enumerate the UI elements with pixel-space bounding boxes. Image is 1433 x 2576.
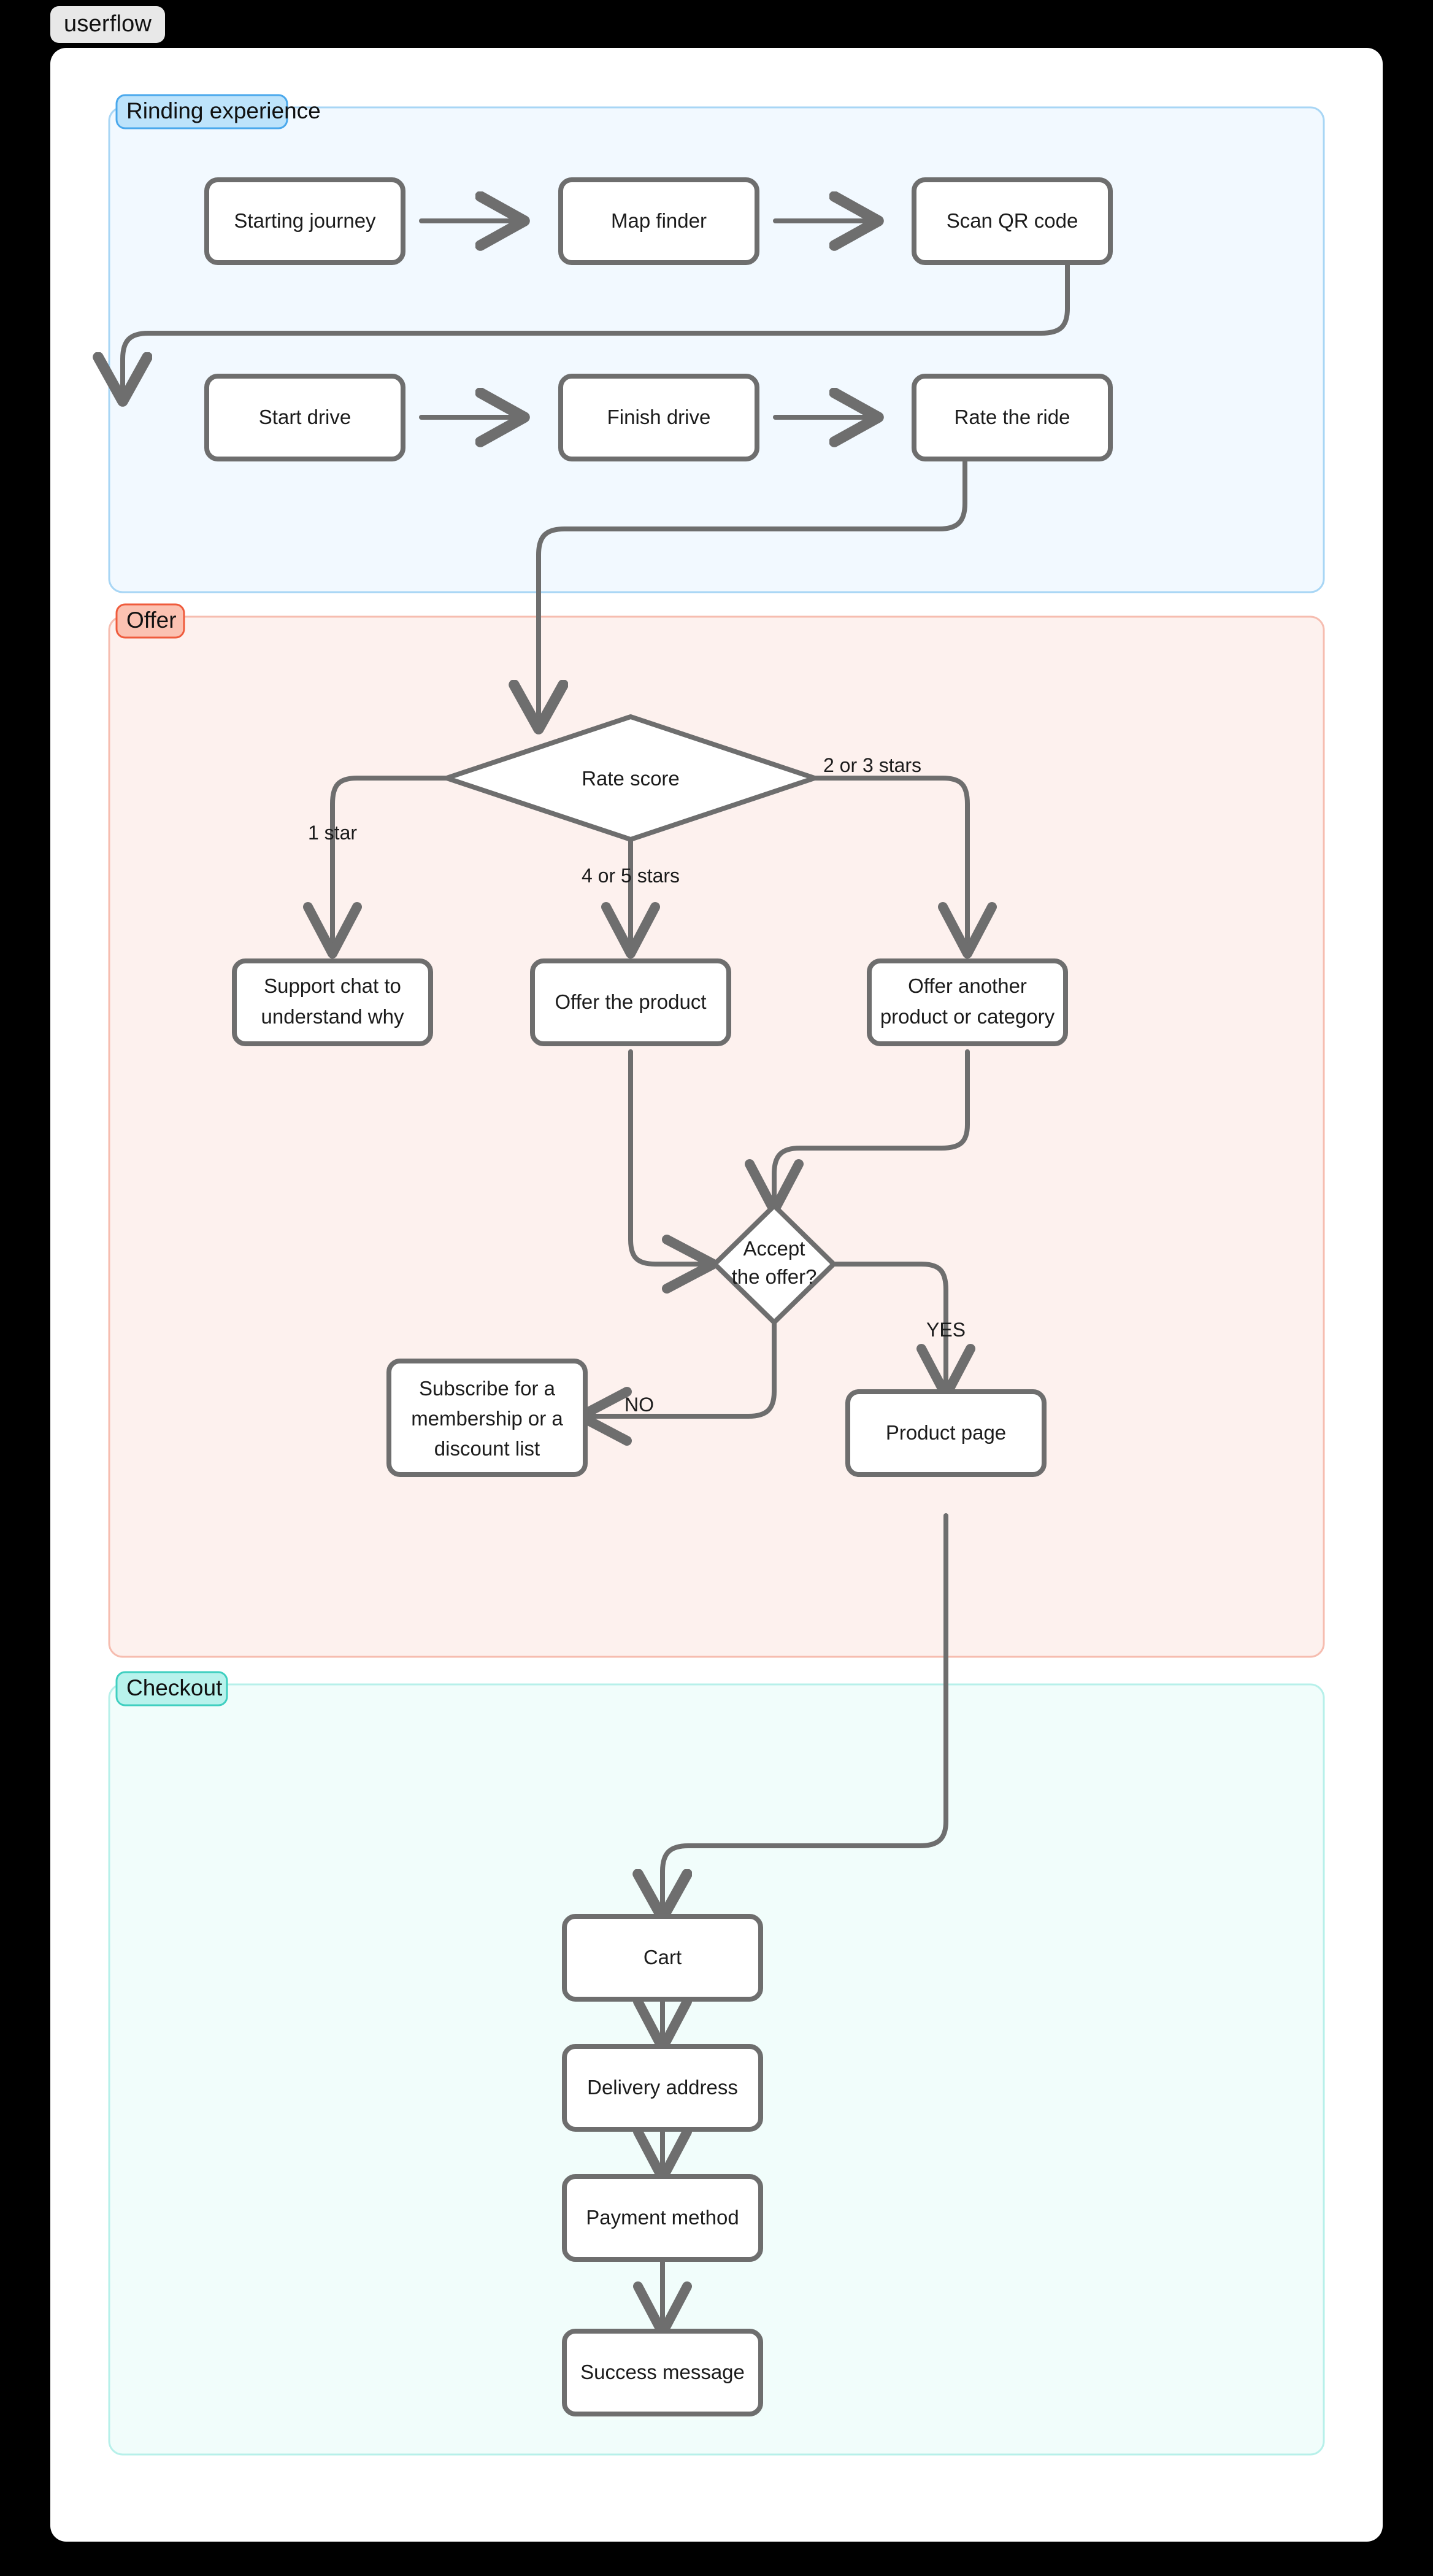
node-offer-the-product-label: Offer the product: [555, 990, 706, 1013]
node-support-chat-box[interactable]: [232, 958, 433, 1046]
edge-offer-another-to-accept: [745, 1049, 970, 1216]
flowchart-svg: Rinding experience Offer Checkout: [50, 94, 1325, 2456]
node-rate-score-label: Rate score: [582, 767, 680, 790]
node-success-message[interactable]: Success message: [562, 2329, 763, 2416]
edge-label-yes: YES: [926, 1319, 966, 1341]
node-product-page[interactable]: Product page: [845, 1389, 1047, 1477]
node-payment-method-label: Payment method: [586, 2206, 739, 2229]
node-cart-label: Cart: [644, 1946, 682, 1969]
edge-offer-product-to-accept: [628, 1049, 718, 1294]
node-rate-score[interactable]: Rate score: [444, 714, 817, 842]
node-subscribe-membership-box[interactable]: [386, 1359, 588, 1477]
node-map-finder[interactable]: Map finder: [558, 177, 759, 265]
node-offer-another-product-box[interactable]: [867, 958, 1068, 1046]
node-offer-another-product[interactable]: Offer another product or category: [867, 958, 1068, 1046]
edge-label-two-or-three-stars: 2 or 3 stars: [823, 754, 921, 776]
node-finish-drive-box[interactable]: [558, 374, 759, 461]
edge-label-no: NO: [624, 1394, 654, 1416]
node-start-drive[interactable]: Start drive: [204, 374, 405, 461]
node-subscribe-membership[interactable]: Subscribe for a membership or a discount…: [386, 1359, 588, 1477]
group-riding-label: Rinding experience: [126, 98, 321, 123]
node-starting-journey-box[interactable]: [204, 177, 405, 265]
node-cart[interactable]: Cart: [562, 1914, 763, 2002]
node-delivery-address-box[interactable]: [562, 2044, 763, 2132]
node-offer-the-product-box[interactable]: [530, 958, 731, 1046]
edge-rate-score-to-support-chat: [303, 776, 449, 958]
group-riding-experience[interactable]: Rinding experience: [108, 94, 1325, 593]
node-support-chat-label-line1: Support chat to: [264, 974, 401, 997]
edge-label-four-or-five-stars: 4 or 5 stars: [582, 865, 680, 887]
node-scan-qr-code-box[interactable]: [912, 177, 1113, 265]
group-checkout-label-chip[interactable]: [115, 1671, 228, 1706]
group-offer-label-chip[interactable]: [115, 603, 185, 639]
edge-accept-to-product-page: [831, 1262, 975, 1400]
node-start-drive-label: Start drive: [259, 406, 351, 428]
node-delivery-address[interactable]: Delivery address: [562, 2044, 763, 2132]
node-product-page-box[interactable]: [845, 1389, 1047, 1477]
node-offer-another-label-line2: product or category: [880, 1005, 1055, 1028]
node-starting-journey-label: Starting journey: [234, 209, 376, 232]
group-riding-label-chip[interactable]: [115, 94, 288, 129]
node-support-chat-label-line2: understand why: [261, 1005, 404, 1028]
node-map-finder-box[interactable]: [558, 177, 759, 265]
node-rate-the-ride[interactable]: Rate the ride: [912, 374, 1113, 461]
node-subscribe-label-line2: membership or a: [411, 1407, 563, 1430]
node-offer-the-product[interactable]: Offer the product: [530, 958, 731, 1046]
edge-rate-score-to-offer-another: [812, 776, 997, 958]
node-scan-qr-code-label: Scan QR code: [947, 209, 1078, 232]
node-success-message-label: Success message: [580, 2361, 745, 2383]
node-rate-score-diamond[interactable]: [444, 714, 817, 842]
edge-rate-the-ride-to-rate-score: [539, 442, 967, 724]
node-accept-the-offer-label-line1: Accept: [743, 1237, 805, 1260]
node-delivery-address-label: Delivery address: [587, 2076, 738, 2099]
edge-label-one-star: 1 star: [308, 822, 357, 844]
userflow-title-chip[interactable]: userflow: [50, 6, 166, 43]
flow-canvas[interactable]: Rinding experience Offer Checkout: [50, 48, 1383, 2542]
edge-product-page-to-cart: [663, 1513, 948, 1913]
node-accept-the-offer[interactable]: Accept the offer?: [712, 1203, 836, 1325]
node-finish-drive-label: Finish drive: [607, 406, 711, 428]
group-offer-label: Offer: [126, 607, 177, 633]
node-product-page-label: Product page: [886, 1421, 1006, 1444]
node-cart-box[interactable]: [562, 1914, 763, 2002]
node-payment-method-box[interactable]: [562, 2174, 763, 2262]
node-rate-the-ride-box[interactable]: [912, 374, 1113, 461]
node-map-finder-label: Map finder: [611, 209, 707, 232]
node-support-chat[interactable]: Support chat to understand why: [232, 958, 433, 1046]
node-rate-the-ride-label: Rate the ride: [955, 406, 1070, 428]
node-accept-the-offer-diamond[interactable]: [712, 1203, 836, 1325]
node-success-message-box[interactable]: [562, 2329, 763, 2416]
edge-accept-to-subscribe: [575, 1320, 777, 1446]
edges-offer: 1 star 4 or 5 stars 2 or 3 stars NO YES: [303, 754, 997, 1913]
node-starting-journey[interactable]: Starting journey: [204, 177, 405, 265]
node-finish-drive[interactable]: Finish drive: [558, 374, 759, 461]
node-accept-the-offer-label-line2: the offer?: [732, 1265, 817, 1288]
group-checkout-label: Checkout: [126, 1675, 223, 1700]
node-subscribe-label-line1: Subscribe for a: [419, 1377, 556, 1400]
node-scan-qr-code[interactable]: Scan QR code: [912, 177, 1113, 265]
node-payment-method[interactable]: Payment method: [562, 2174, 763, 2262]
node-subscribe-label-line3: discount list: [434, 1437, 540, 1460]
node-offer-another-label-line1: Offer another: [908, 974, 1027, 997]
node-start-drive-box[interactable]: [204, 374, 405, 461]
